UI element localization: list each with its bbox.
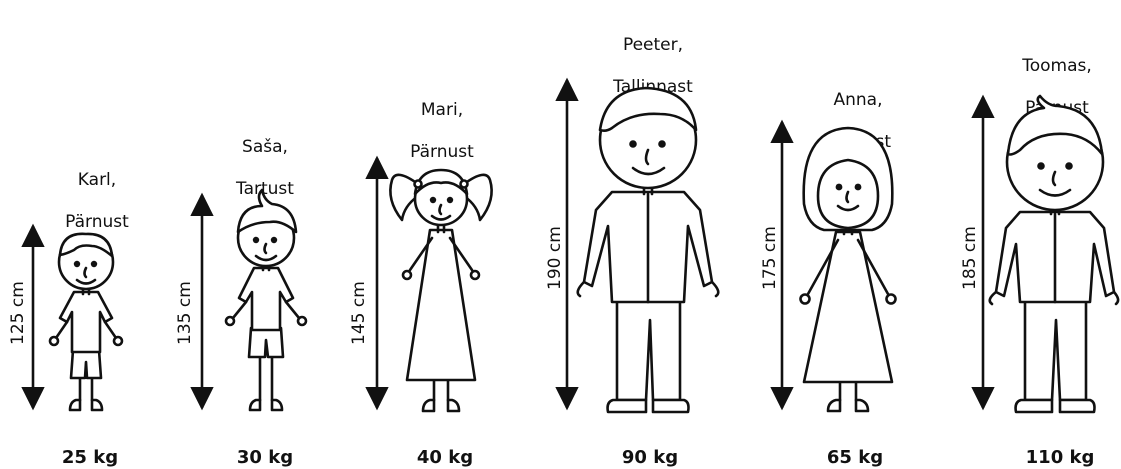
figure-peeter <box>578 88 719 412</box>
figure-karl <box>50 234 122 410</box>
figure-mari <box>390 170 491 411</box>
figure-toomas <box>990 96 1118 412</box>
figure-anna <box>801 128 896 411</box>
figure-sasa <box>226 190 306 410</box>
